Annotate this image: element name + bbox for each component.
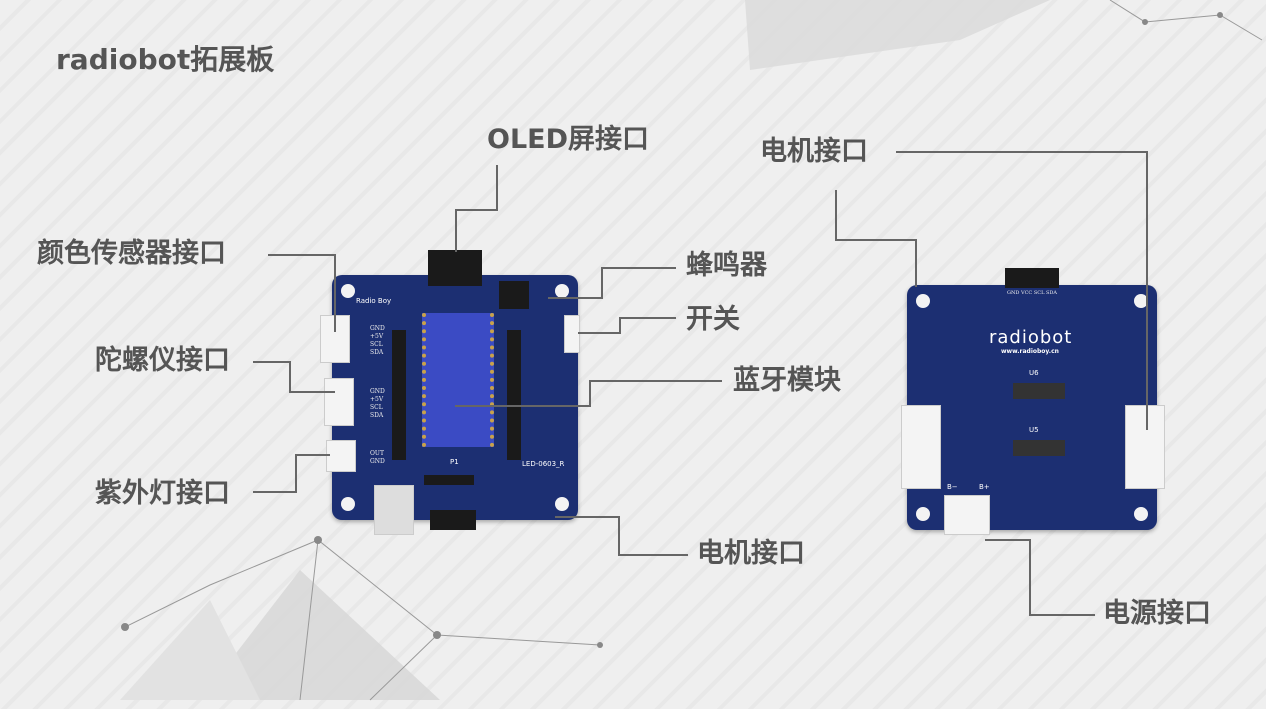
front-board: Radio Boy GND +5V SCL SDA GND +5V SCL SD… <box>320 250 580 535</box>
right-motor-connector <box>1125 405 1165 489</box>
label-color-sensor: 颜色传感器接口 <box>37 238 226 269</box>
label-motor-top: 电机接口 <box>760 136 868 167</box>
slide-title: radiobot拓展板 <box>56 43 275 76</box>
label-buzzer: 蜂鸣器 <box>686 250 767 281</box>
u6-label: U6 <box>1029 369 1039 377</box>
oled-header <box>428 250 482 286</box>
back-board: GND VCC SCL SDA radiobot www.radioboy.cn… <box>901 268 1165 535</box>
chip-u5 <box>1013 440 1065 456</box>
uv-connector <box>326 440 356 472</box>
label-power: 电源接口 <box>1103 598 1211 629</box>
bluetooth-module <box>422 313 494 447</box>
left-motor-connector <box>901 405 941 489</box>
pins-label-2: GND +5V SCL SDA <box>370 388 385 419</box>
pins-label-1: GND +5V SCL SDA <box>370 325 385 356</box>
b-minus-label: B− <box>947 483 958 491</box>
u5-label: U5 <box>1029 426 1039 434</box>
power-connector <box>944 495 990 535</box>
back-pins-label: GND VCC SCL SDA <box>1007 290 1058 296</box>
back-url: www.radioboy.cn <box>1001 348 1059 355</box>
label-bluetooth: 蓝牙模块 <box>733 365 841 396</box>
label-gyro: 陀螺仪接口 <box>95 345 230 376</box>
label-uv-light: 紫外灯接口 <box>95 478 230 509</box>
pins-label-uv: OUT GND <box>370 450 385 465</box>
b-plus-label: B+ <box>979 483 990 491</box>
led-label: LED-0603_R <box>522 460 565 468</box>
label-motor-bottom: 电机接口 <box>697 538 805 569</box>
label-switch: 开关 <box>686 304 740 335</box>
back-brand: radiobot <box>989 327 1073 348</box>
motor-header <box>430 510 476 530</box>
gyro-connector <box>324 378 354 426</box>
usb-port <box>374 485 414 535</box>
buzzer <box>499 281 529 309</box>
p1-label: P1 <box>450 458 459 466</box>
chip-u6 <box>1013 383 1065 399</box>
label-oled: OLED屏接口 <box>487 124 650 155</box>
brand-text: Radio Boy <box>356 297 392 305</box>
